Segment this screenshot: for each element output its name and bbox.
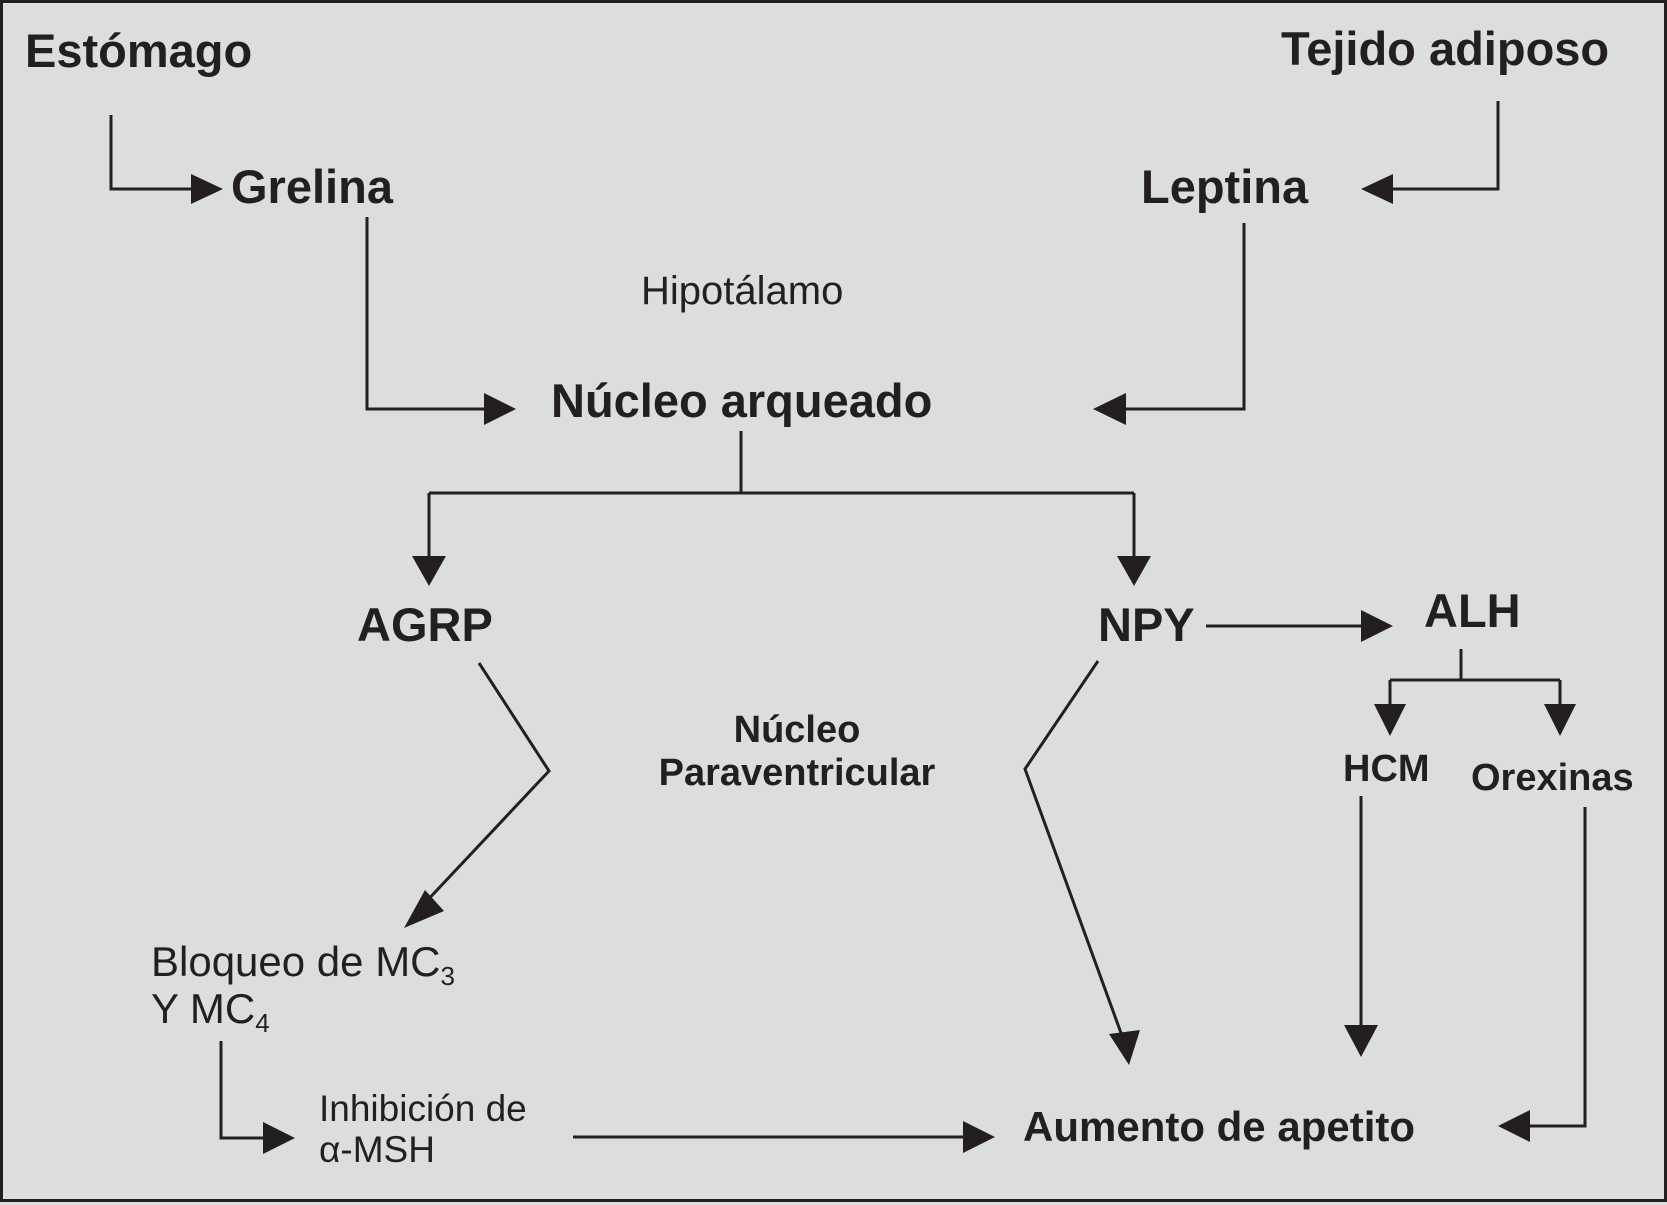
arrowhead-tejido-to-leptina [1361,174,1393,204]
arrow-grelina-to-nucleo-arqueado [365,217,486,411]
label-nucleo-paraventricular: Núcleo Paraventricular [639,709,955,794]
arrowhead-to-agrp [412,556,446,586]
node-bloqueo-mc: Bloqueo de MC3 Y MC4 [151,938,455,1036]
node-grelina: Grelina [231,160,393,213]
arrowhead-hcm-to-aumento [1344,1025,1378,1057]
arrow-nucleo-arqueado-split [427,431,1136,559]
bloqueo-line2-text: Y MC [151,985,256,1033]
arrowhead-estomago-to-grelina [191,174,223,204]
arrowhead-grelina-to-nucleo-arqueado [484,393,516,425]
arrowhead-to-npy [1117,556,1151,586]
arrowhead-bloqueo-to-inhibicion [263,1122,295,1154]
arrow-bloqueo-to-inhibicion [219,1041,265,1140]
arrowhead-npy-to-aumento [1109,1030,1140,1065]
node-hcm: HCM [1343,748,1430,790]
arrowhead-inhibicion-to-aumento [963,1121,995,1153]
arrow-npy-to-aumento [1023,660,1123,1034]
inhibicion-line1: Inhibición de [319,1088,527,1129]
node-agrp: AGRP [357,598,493,651]
node-npy: NPY [1098,598,1195,651]
arrowhead-leptina-to-nucleo-arqueado [1093,393,1126,425]
node-estomago: Estómago [25,24,253,77]
node-inhibicion-msh: Inhibición de α-MSH [319,1088,527,1171]
node-nucleo-arqueado: Núcleo arqueado [551,374,933,427]
arrow-layer [109,101,1587,1154]
arrowhead-agrp-to-bloqueo [404,890,444,928]
node-tejido-adiposo: Tejido adiposo [1281,22,1610,75]
arrow-tejido-to-leptina [1391,101,1500,191]
arrow-estomago-to-grelina [109,115,193,191]
node-orexinas: Orexinas [1471,757,1634,799]
inhibicion-line2: α-MSH [319,1129,435,1171]
node-leptina: Leptina [1141,160,1309,213]
bloqueo-line1-subscript: 3 [440,961,455,992]
arrow-orexinas-to-aumento [1529,807,1587,1128]
arrowhead-npy-to-alh [1361,610,1393,642]
arrow-alh-split [1388,649,1562,706]
arrow-leptina-to-nucleo-arqueado [1125,223,1246,411]
bloqueo-line1-text: Bloqueo de MC [151,938,441,985]
bloqueo-line2-subscript: 4 [255,1008,270,1039]
label-nucleo-paraventricular-line1: Núcleo [733,709,861,751]
node-alh: ALH [1424,584,1521,637]
arrow-agrp-to-bloqueo [421,662,551,907]
bloqueo-line1: Bloqueo de MC3 [151,938,455,989]
arrowhead-to-orexinas [1544,704,1576,736]
bloqueo-line2: Y MC4 [151,985,455,1036]
label-nucleo-paraventricular-line2: Paraventricular [658,751,936,794]
label-hipotalamo: Hipotálamo [641,269,844,313]
node-aumento-apetito: Aumento de apetito [1023,1103,1416,1150]
arrowhead-to-hcm [1374,704,1406,736]
arrowhead-orexinas-to-aumento [1498,1110,1530,1142]
